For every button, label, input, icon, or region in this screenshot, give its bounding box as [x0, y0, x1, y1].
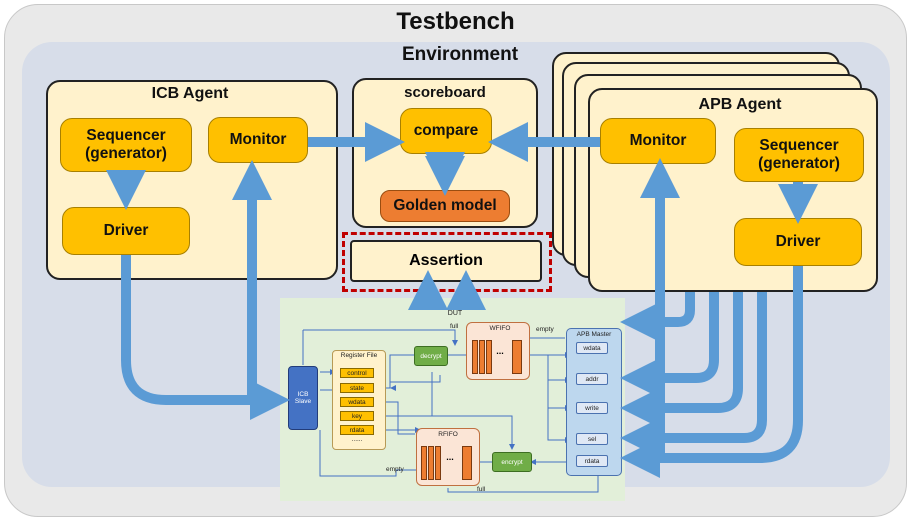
rfifo-dots: ...	[446, 452, 454, 462]
rfifo-cell-2	[428, 446, 434, 480]
arrow-stack-write	[620, 292, 743, 428]
encrypt-block: encrypt	[492, 452, 532, 472]
icb-driver: Driver	[62, 207, 190, 255]
golden-model-block: Golden model	[380, 190, 510, 222]
environment-title: Environment	[401, 44, 519, 65]
apb-sequencer: Sequencer (generator)	[734, 128, 864, 182]
arrow-stack-sel	[620, 292, 767, 458]
compare-block: compare	[400, 108, 492, 154]
rfifo-cell-1	[421, 446, 427, 480]
signal-empty-bottom: empty	[386, 466, 404, 473]
dut-title: DUT	[447, 310, 463, 317]
register-file-title: Register File	[340, 352, 378, 359]
apb-monitor: Monitor	[600, 118, 716, 164]
arrow-stack-wdata	[620, 292, 695, 342]
testbench-title: Testbench	[396, 8, 515, 35]
icb-monitor: Monitor	[208, 117, 308, 163]
register-rdata: rdata	[340, 425, 374, 435]
rfifo-cell-last	[462, 446, 472, 480]
signal-full-bottom: full	[477, 486, 486, 493]
apb-master-addr: addr	[576, 373, 608, 385]
wfifo-cell-2	[479, 340, 485, 374]
wfifo-cell-last	[512, 340, 522, 374]
arrow-stack-addr	[620, 292, 719, 398]
wfifo-title: WFIFO	[489, 325, 511, 332]
apb-agent-title: APB Agent	[698, 96, 782, 113]
arrow-icb-driver-to-slave	[121, 255, 290, 420]
apb-master-write: write	[576, 402, 608, 414]
signal-empty-top: empty	[536, 326, 554, 333]
rfifo-cell-3	[435, 446, 441, 480]
apb-master-title: APB Master	[576, 331, 612, 338]
apb-master-rdata: rdata	[576, 455, 608, 467]
apb-master-sel: sel	[576, 433, 608, 445]
scoreboard-title: scoreboard	[404, 84, 486, 101]
register-state: state	[340, 383, 374, 393]
register-key: key	[340, 411, 374, 421]
wfifo-dots: ...	[496, 346, 504, 356]
register-wdata: wdata	[340, 397, 374, 407]
decrypt-block: decrypt	[414, 346, 448, 366]
apb-master-wdata: wdata	[576, 342, 608, 354]
apb-driver: Driver	[734, 218, 862, 266]
rfifo-title: RFIFO	[438, 431, 458, 438]
arrow-apb-driver-to-dut	[620, 266, 803, 478]
wfifo-cell-3	[486, 340, 492, 374]
register-control: control	[340, 368, 374, 378]
icb-agent-title: ICB Agent	[151, 85, 229, 102]
wfifo-cell-1	[472, 340, 478, 374]
signal-full-top: full	[450, 323, 459, 330]
register-ellipsis: ......	[351, 436, 363, 443]
